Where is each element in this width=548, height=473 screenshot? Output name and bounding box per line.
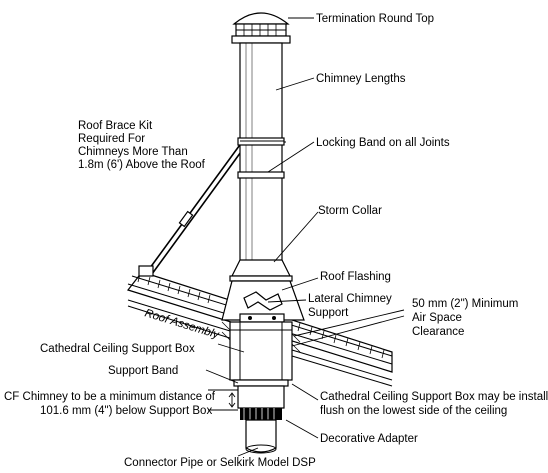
label-roof-brace-line3: Chimneys More Than — [78, 146, 188, 158]
label-locking-band: Locking Band on all Joints — [316, 137, 450, 149]
label-lateral-support-line2: Support — [308, 307, 349, 319]
label-clearance-line2: Air Space — [412, 312, 462, 324]
label-storm-collar: Storm Collar — [318, 205, 382, 217]
label-roof-brace-line4: 1.8m (6') Above the Roof — [78, 159, 206, 171]
label-cathedral-support-box: Cathedral Ceiling Support Box — [40, 343, 195, 355]
leader-lines — [205, 17, 405, 457]
label-clearance-line1: 50 mm (2") Minimum — [412, 298, 518, 310]
cathedral-ceiling-support-box — [221, 321, 301, 381]
support-band — [233, 379, 289, 387]
chimney — [221, 12, 305, 454]
label-cf-chimney-line2: 101.6 mm (4") below Support Box — [40, 405, 212, 417]
label-clearance-line3: Clearance — [412, 326, 464, 338]
termination-round-top — [231, 12, 291, 44]
storm-collar — [231, 259, 291, 277]
label-roof-brace-line2: Required For — [78, 133, 145, 145]
connector-pipe — [245, 419, 277, 454]
label-install-note-line2: flush on the lowest side of the ceiling — [320, 405, 507, 417]
label-cf-chimney-line1: CF Chimney to be a minimum distance of — [4, 391, 216, 403]
label-roof-brace-line1: Roof Brace Kit — [78, 120, 153, 132]
label-roof-flashing: Roof Flashing — [320, 271, 391, 283]
label-install-note-line1: Cathedral Ceiling Support Box may be ins… — [320, 391, 548, 403]
label-connector-pipe: Connector Pipe or Selkirk Model DSP — [124, 457, 316, 469]
decorative-adapter — [240, 408, 282, 420]
label-support-band: Support Band — [108, 365, 178, 377]
label-termination-round-top: Termination Round Top — [316, 13, 434, 25]
label-chimney-lengths: Chimney Lengths — [316, 73, 406, 85]
label-decorative-adapter: Decorative Adapter — [320, 433, 418, 445]
label-lateral-support-line1: Lateral Chimney — [308, 293, 392, 305]
locking-band-lower — [237, 171, 285, 179]
